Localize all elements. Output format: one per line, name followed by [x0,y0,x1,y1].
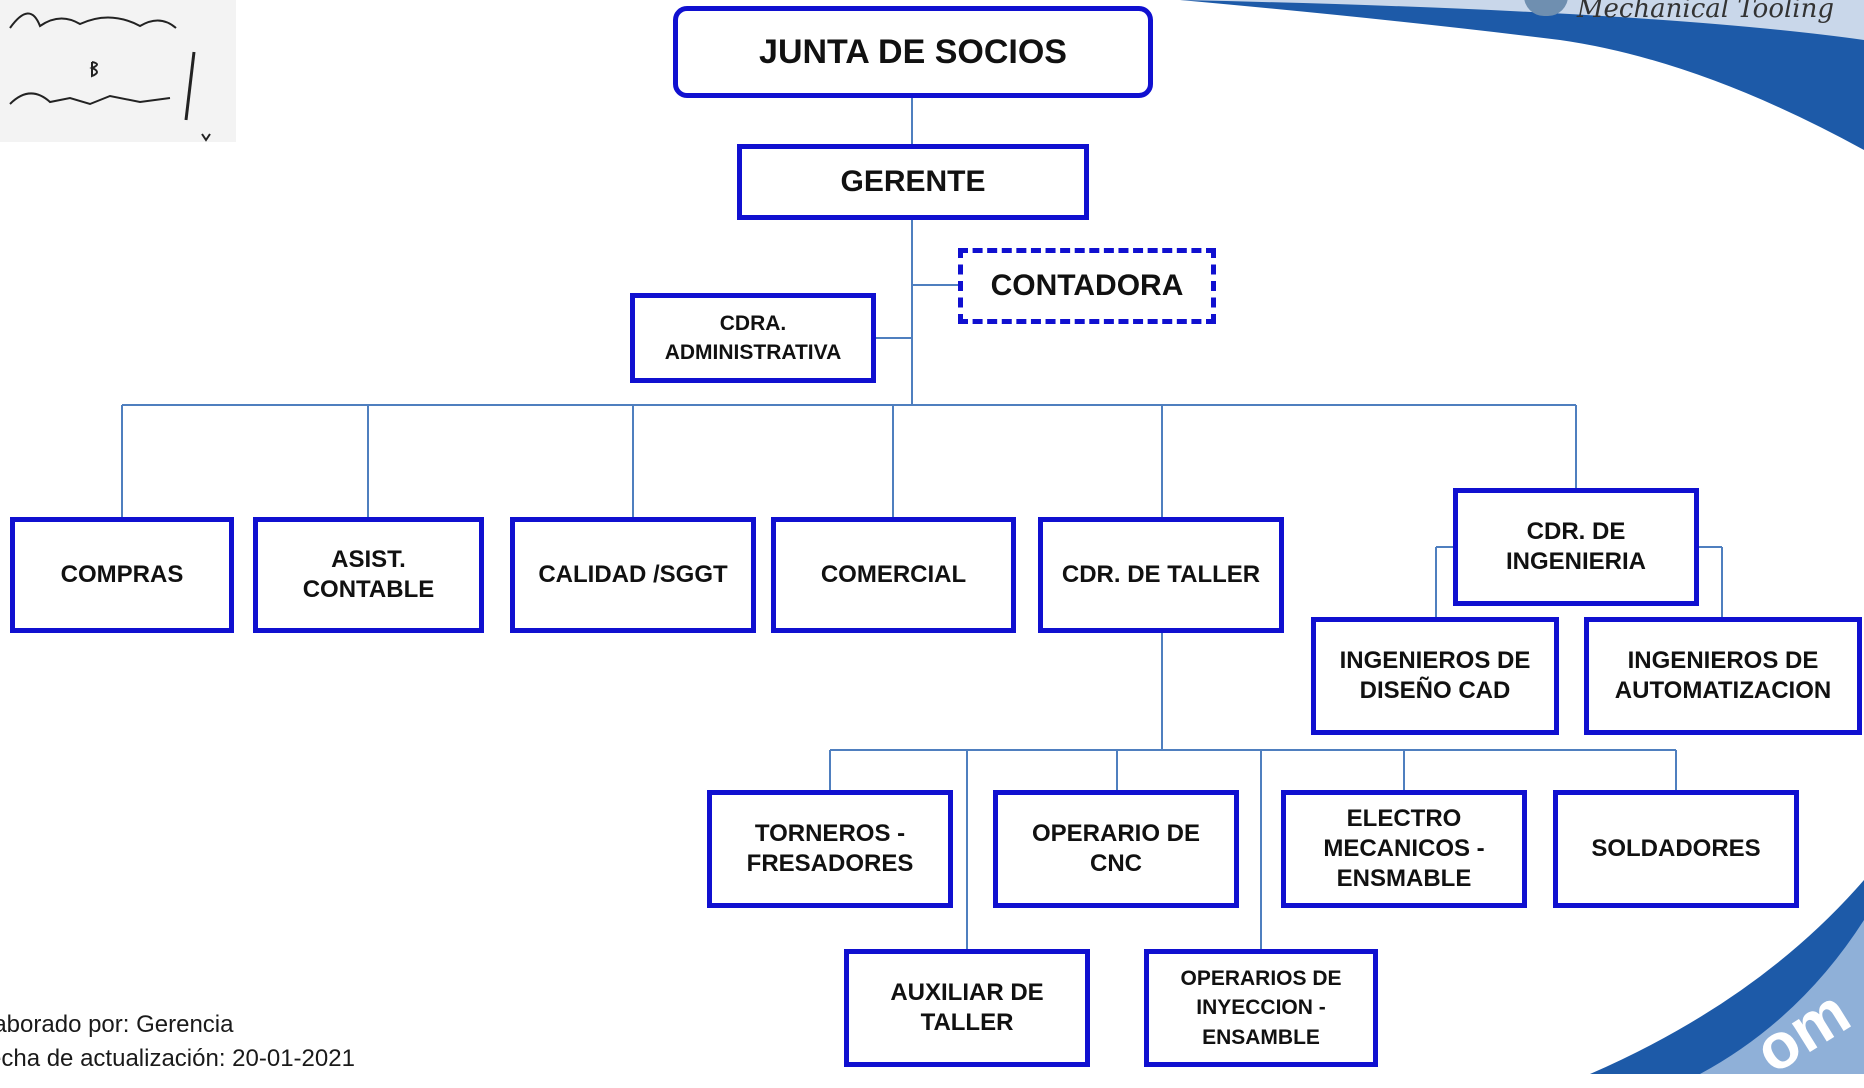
box-ingenieros-diseno-cad-label: INGENIEROS DE DISEÑO CAD [1339,647,1531,704]
box-cdr-de-taller-label: CDR. DE TALLER [1061,561,1261,588]
box-ingenieros-automatizacion: INGENIEROS DE AUTOMATIZACION [1584,617,1862,735]
box-cdr-de-taller: CDR. DE TALLER [1038,517,1284,633]
footer-fecha: echa de actualización: 20-01-2021 [0,1045,355,1072]
box-comercial-label: COMERCIAL [820,561,967,588]
box-auxiliar-de-taller: AUXILIAR DE TALLER [844,949,1090,1067]
footer-info: laborado por: Gerencia echa de actualiza… [0,1008,355,1076]
box-soldadores: SOLDADORES [1553,790,1799,908]
box-cdr-de-ingenieria-label: CDR. DE INGENIERIA [1505,518,1646,575]
box-cdr-de-ingenieria: CDR. DE INGENIERIA [1453,488,1699,606]
blue-swoosh-top-light [1180,0,1864,40]
box-electro-mecanicos: ELECTRO MECANICOS - ENSMABLE [1281,790,1527,908]
blue-swoosh-bottom-light [1700,920,1864,1074]
box-junta-de-socios: JUNTA DE SOCIOS [673,6,1153,98]
box-asist-contable: ASIST. CONTABLE [253,517,484,633]
box-operario-cnc: OPERARIO DE CNC [993,790,1239,908]
box-calidad-sggt-label: CALIDAD /SGGT [538,561,728,588]
box-operarios-inyeccion-label: OPERARIOS DE INYECCION - ENSAMBLE [1180,966,1342,1049]
box-auxiliar-de-taller-label: AUXILIAR DE TALLER [890,979,1044,1036]
box-electro-mecanicos-label: ELECTRO MECANICOS - ENSMABLE [1323,805,1485,892]
box-compras: COMPRAS [10,517,234,633]
box-operario-cnc-label: OPERARIO DE CNC [1031,820,1201,877]
logo-handwriting [9,12,211,142]
box-calidad-sggt: CALIDAD /SGGT [510,517,756,633]
box-gerente: GERENTE [737,144,1089,220]
gear-icon [1524,0,1568,16]
box-junta-de-socios-label: JUNTA DE SOCIOS [759,32,1067,71]
box-contadora-label: CONTADORA [990,269,1184,303]
box-ingenieros-diseno-cad: INGENIEROS DE DISEÑO CAD [1311,617,1559,735]
box-gerente-label: GERENTE [840,165,986,199]
footer-elaborado: laborado por: Gerencia [0,1011,234,1038]
box-asist-contable-label: ASIST. CONTABLE [302,546,435,603]
company-logo [0,0,236,142]
box-torneros-fresadores-label: TORNEROS - FRESADORES [746,820,914,877]
box-cdra-administrativa: CDRA. ADMINISTRATIVA [630,293,876,383]
box-compras-label: COMPRAS [60,561,184,588]
brand-text: Mechanical Tooling [1576,0,1834,24]
box-soldadores-label: SOLDADORES [1591,835,1761,862]
blue-swoosh-top [1180,0,1864,150]
box-ingenieros-automatizacion-label: INGENIEROS DE AUTOMATIZACION [1614,647,1832,704]
box-contadora: CONTADORA [958,248,1216,324]
box-operarios-inyeccion: OPERARIOS DE INYECCION - ENSAMBLE [1144,949,1378,1067]
box-comercial: COMERCIAL [771,517,1016,633]
box-cdra-administrativa-label: CDRA. ADMINISTRATIVA [664,311,842,364]
box-torneros-fresadores: TORNEROS - FRESADORES [707,790,953,908]
